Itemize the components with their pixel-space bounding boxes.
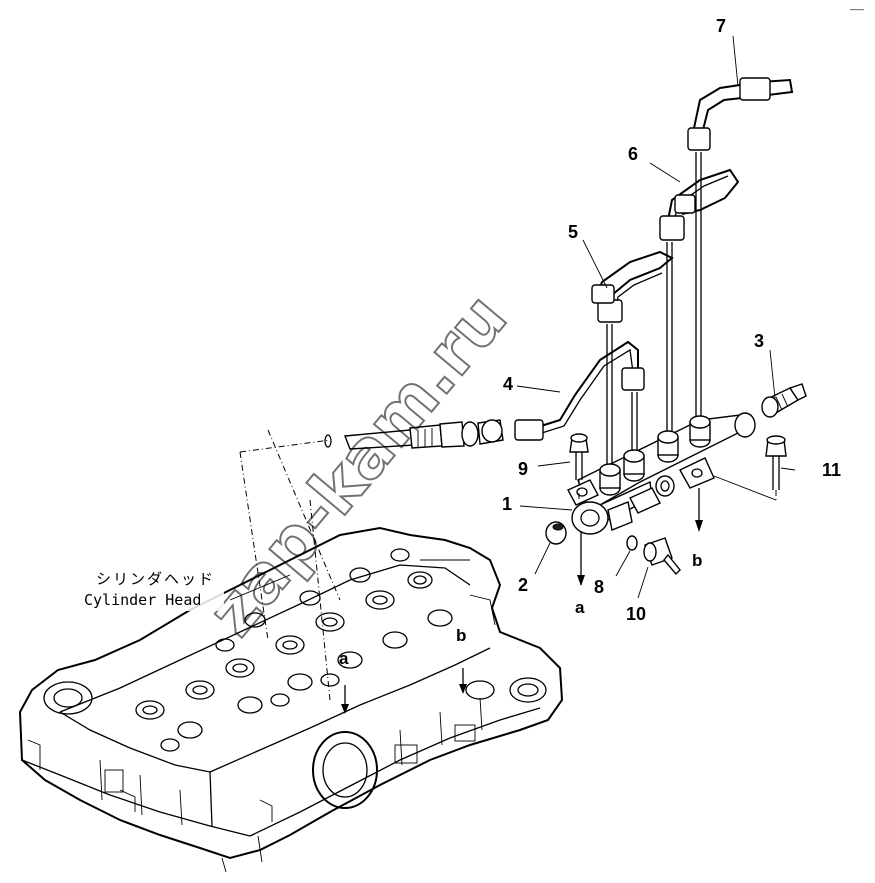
callout-11: 11 bbox=[822, 460, 841, 480]
callout-2: 2 bbox=[518, 575, 528, 595]
cylinder-head-label-en: Cylinder Head bbox=[84, 591, 201, 609]
connector-10 bbox=[626, 535, 681, 576]
fuel-pipes bbox=[514, 77, 794, 468]
callout-3: 3 bbox=[754, 331, 764, 351]
callout-8: 8 bbox=[594, 577, 604, 597]
callout-6: 6 bbox=[628, 144, 638, 164]
callout-7: 7 bbox=[716, 16, 726, 36]
callout-10: 10 bbox=[626, 604, 646, 624]
callout-9: 9 bbox=[518, 459, 528, 479]
plug-2 bbox=[545, 521, 567, 545]
cylinder-head-drawing bbox=[18, 526, 564, 873]
letter-a-lower: a bbox=[339, 649, 349, 668]
callout-5: 5 bbox=[568, 222, 578, 242]
injector-assembly bbox=[239, 419, 504, 701]
watermark: zap-kam.ru bbox=[192, 279, 523, 652]
cylinder-head-label-jp: シリンダヘッド bbox=[96, 570, 215, 588]
fuel-rail bbox=[567, 412, 756, 535]
bolt-11 bbox=[713, 435, 787, 501]
letter-b-lower: b bbox=[456, 626, 466, 645]
watermark-text: zap-kam.ru bbox=[193, 280, 522, 651]
corner-mark: ‒— bbox=[850, 4, 864, 14]
valve-ports bbox=[135, 548, 453, 752]
callout-1: 1 bbox=[502, 494, 512, 514]
bolt-9 bbox=[569, 433, 589, 500]
leader-lines bbox=[516, 35, 796, 599]
letter-b-upper: b bbox=[692, 551, 702, 570]
pressure-sensor bbox=[761, 383, 807, 418]
letter-a-upper: a bbox=[575, 598, 585, 617]
callout-4: 4 bbox=[503, 374, 513, 394]
